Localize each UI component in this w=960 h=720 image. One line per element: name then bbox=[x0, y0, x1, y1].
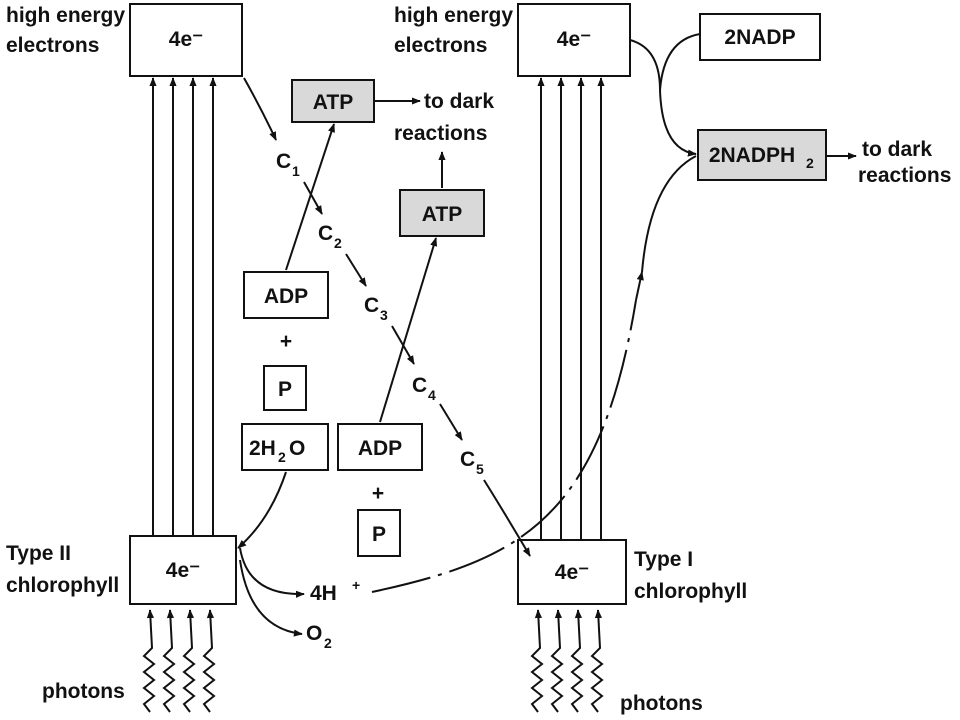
photon-waves-right bbox=[530, 609, 604, 713]
arrow-adp-to-atp-top bbox=[285, 123, 335, 271]
svg-text:4e⁻: 4e⁻ bbox=[169, 28, 203, 51]
label-to-dark-atp-1: to dark bbox=[424, 90, 494, 113]
box-2nadph2: 2NADPH 2 bbox=[697, 129, 827, 181]
carrier-c4: C 4 bbox=[412, 374, 436, 403]
svg-text:P: P bbox=[278, 378, 292, 401]
label-type2-1: Type II bbox=[6, 542, 71, 565]
box-bottom-left-4e: 4e⁻ bbox=[129, 535, 237, 605]
svg-text:ADP: ADP bbox=[264, 285, 308, 308]
arrows-left-excitation bbox=[149, 77, 217, 536]
plus-right: + bbox=[372, 482, 384, 505]
svg-text:C: C bbox=[318, 222, 333, 245]
svg-text:+: + bbox=[352, 577, 360, 593]
label-photons-left: photons bbox=[42, 680, 125, 703]
svg-text:2NADPH: 2NADPH bbox=[709, 144, 795, 167]
svg-text:ATP: ATP bbox=[422, 203, 462, 226]
svg-text:2: 2 bbox=[324, 635, 332, 651]
svg-text:O: O bbox=[289, 437, 305, 460]
svg-text:ATP: ATP bbox=[313, 91, 353, 114]
carrier-c5: C 5 bbox=[460, 448, 484, 477]
carrier-c1: C 1 bbox=[276, 150, 300, 179]
svg-text:O: O bbox=[306, 622, 322, 645]
box-p-right: P bbox=[357, 509, 401, 557]
label-type2-2: chlorophyll bbox=[6, 574, 119, 597]
label-to-dark-nadph-1: to dark bbox=[862, 138, 932, 161]
svg-text:5: 5 bbox=[476, 461, 484, 477]
label-type1-2: chlorophyll bbox=[634, 580, 747, 603]
svg-text:2: 2 bbox=[806, 155, 814, 171]
svg-text:C: C bbox=[460, 448, 475, 471]
svg-text:C: C bbox=[276, 150, 291, 173]
arrow-4h-dashed bbox=[371, 299, 637, 593]
arrow-nadp-merge bbox=[659, 33, 701, 91]
svg-text:2: 2 bbox=[334, 235, 342, 251]
arrow-right-electrons-to-nadph bbox=[629, 39, 697, 157]
photon-waves-left bbox=[142, 609, 216, 713]
svg-text:ADP: ADP bbox=[358, 437, 402, 460]
svg-text:1: 1 bbox=[292, 163, 300, 179]
svg-text:4e⁻: 4e⁻ bbox=[166, 559, 200, 582]
svg-text:2H: 2H bbox=[249, 437, 276, 460]
svg-text:P: P bbox=[372, 523, 386, 546]
box-top-right-4e: 4e⁻ bbox=[517, 3, 631, 77]
label-high-energy-left: high energy bbox=[6, 4, 125, 27]
label-electrons-right: electrons bbox=[394, 34, 487, 57]
svg-text:2NADP: 2NADP bbox=[724, 26, 795, 49]
arrow-adp-to-atp-mid bbox=[379, 237, 438, 423]
label-o2: O 2 bbox=[306, 622, 332, 651]
svg-text:C: C bbox=[412, 374, 427, 397]
box-atp-top: ATP bbox=[291, 79, 375, 123]
svg-text:3: 3 bbox=[380, 307, 388, 323]
arrow-to-4h bbox=[239, 547, 305, 598]
arrow-4h-merge bbox=[641, 155, 697, 273]
arrow-water-to-type2 bbox=[237, 471, 287, 549]
arrows-right-excitation bbox=[537, 77, 605, 540]
box-p-left: P bbox=[263, 365, 307, 411]
label-electrons-left: electrons bbox=[6, 34, 99, 57]
carrier-c2: C 2 bbox=[318, 222, 342, 251]
svg-text:C: C bbox=[364, 294, 379, 317]
label-to-dark-atp-2: reactions bbox=[394, 122, 487, 145]
svg-text:4: 4 bbox=[428, 387, 436, 403]
svg-text:4e⁻: 4e⁻ bbox=[555, 561, 589, 584]
label-type1-1: Type I bbox=[634, 548, 693, 571]
box-2h2o: 2H 2 O bbox=[241, 423, 329, 471]
svg-text:4e⁻: 4e⁻ bbox=[557, 28, 591, 51]
box-top-left-4e: 4e⁻ bbox=[129, 3, 243, 77]
arrow-4h-dashed-head bbox=[635, 271, 644, 301]
label-high-energy-right: high energy bbox=[394, 4, 513, 27]
carrier-c3: C 3 bbox=[364, 294, 388, 323]
label-photons-right: photons bbox=[620, 692, 703, 715]
plus-left: + bbox=[280, 330, 292, 353]
box-2nadp: 2NADP bbox=[699, 13, 821, 61]
arrow-to-o2 bbox=[239, 559, 303, 637]
box-atp-mid: ATP bbox=[399, 189, 485, 237]
svg-text:2: 2 bbox=[278, 449, 286, 465]
box-adp-right: ADP bbox=[337, 423, 423, 471]
box-bottom-right-4e: 4e⁻ bbox=[517, 539, 627, 605]
box-adp-left: ADP bbox=[243, 271, 329, 319]
electron-transport-arrows bbox=[243, 77, 531, 557]
label-4h-plus: 4H + bbox=[310, 577, 360, 605]
svg-text:4H: 4H bbox=[310, 582, 337, 605]
label-to-dark-nadph-2: reactions bbox=[858, 164, 951, 187]
